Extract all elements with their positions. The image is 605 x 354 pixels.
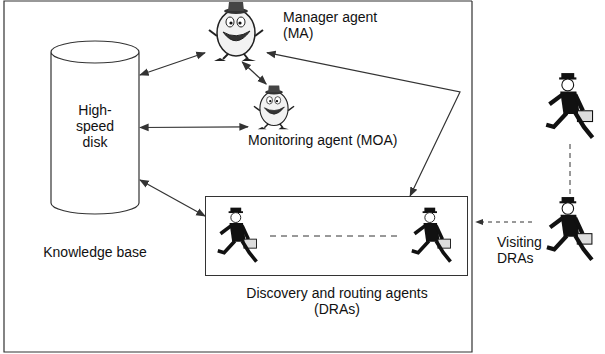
knowledge-base: High-speed diskKnowledge base (50, 40, 140, 215)
connector-arrow (267, 53, 460, 196)
dashed-line (270, 236, 400, 237)
node-label: Discovery and routing agents (DRAs) (237, 285, 437, 317)
dra-group: Discovery and routing agents (DRAs) (205, 196, 468, 276)
dra-figure (412, 208, 451, 262)
monitoring-agent: Monitoring agent (MOA) (248, 84, 300, 130)
visiting-dra-figure (547, 197, 592, 260)
system-frame (4, 1, 472, 352)
manager-figure (209, 2, 263, 61)
node-label: Manager agent (MA) (283, 9, 378, 41)
group-label: Visiting DRAs (497, 234, 552, 266)
connector-arrow (140, 126, 248, 128)
dashed-arrow (476, 222, 532, 223)
dra-figure (218, 208, 257, 262)
visiting-dra-figure (546, 73, 592, 138)
manager-agent: Manager agent (MA) (205, 0, 267, 62)
connector-arrow (140, 180, 205, 216)
node-label: Monitoring agent (MOA) (248, 132, 397, 148)
node-caption: Knowledge base (42, 244, 148, 260)
monitoring-figure (254, 85, 294, 129)
connector-arrow (140, 53, 205, 75)
connector-arrow (242, 62, 266, 84)
dashed-line (570, 144, 571, 194)
node-label: High-speed disk (67, 102, 123, 150)
